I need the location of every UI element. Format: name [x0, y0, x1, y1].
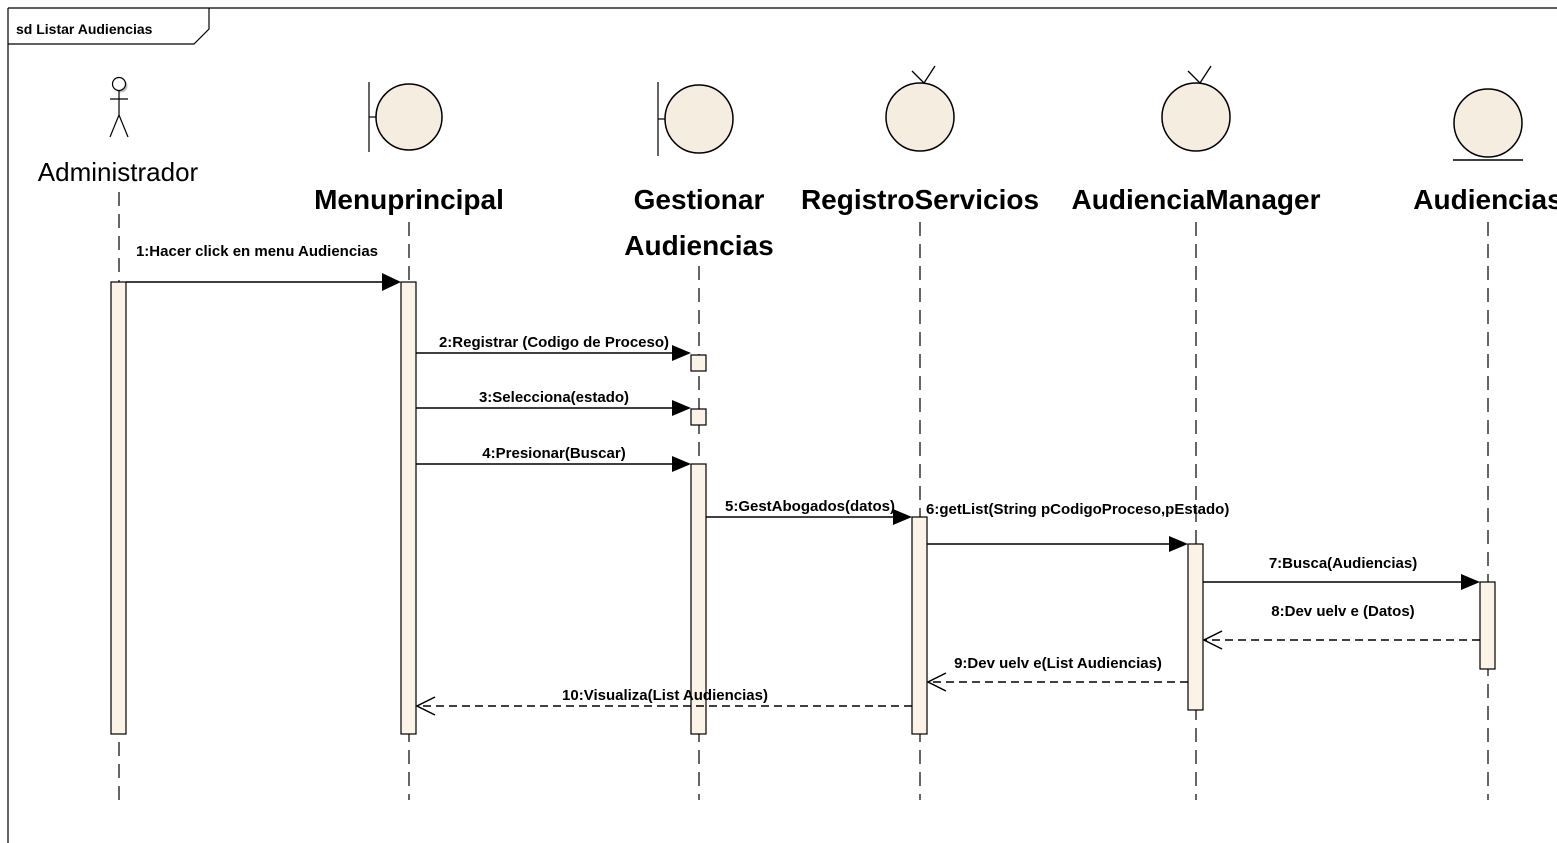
message-label: 4:Presionar(Buscar)	[482, 445, 625, 462]
message-4: 4:Presionar(Buscar)	[416, 445, 691, 472]
message-3: 3:Selecciona(estado)	[416, 389, 691, 416]
message-label: 3:Selecciona(estado)	[479, 389, 629, 406]
message-label: 10:Visualiza(List Audiencias)	[562, 687, 768, 704]
participant-name-gestionar-audiencias-line2: Audiencias	[624, 230, 773, 261]
message-1: 1:Hacer click en menu Audiencias	[126, 243, 401, 291]
participant-name-registroservicios: RegistroServicios	[801, 184, 1039, 215]
activation-gestionar-audiencias-1	[690, 354, 707, 372]
message-label: 7:Busca(Audiencias)	[1269, 555, 1417, 572]
message-label: 8:Dev uelv e (Datos)	[1271, 603, 1414, 620]
message-label: 9:Dev uelv e(List Audiencias)	[954, 655, 1162, 672]
participant-name-audienciamanager: AudienciaManager	[1072, 184, 1321, 215]
boundary-icon	[657, 82, 734, 156]
message-10: 10:Visualiza(List Audiencias)	[415, 687, 912, 716]
participant-name-gestionar-audiencias-line1: Gestionar	[634, 184, 765, 215]
message-label: 1:Hacer click en menu Audiencias	[136, 243, 378, 260]
participant-administrador: Administrador	[38, 76, 199, 800]
message-6: 6:getList(String pCodigoProceso,pEstado)	[926, 501, 1229, 552]
activation-registroservicios	[911, 516, 928, 735]
activation-gestionar-audiencias-2	[690, 408, 707, 426]
participant-menuprincipal: Menuprincipal	[314, 82, 504, 800]
activation-gestionar-audiencias-3	[690, 463, 707, 735]
participant-name-administrador: Administrador	[38, 157, 199, 187]
activation-audienciamanager	[1187, 543, 1204, 711]
participant-name-audiencias: Audiencias	[1413, 184, 1557, 215]
actor-icon	[109, 76, 129, 138]
participant-audiencias: Audiencias	[1413, 88, 1557, 800]
activation-menuprincipal	[400, 281, 417, 735]
message-label: 2:Registrar (Codigo de Proceso)	[439, 334, 669, 351]
message-9: 9:Dev uelv e(List Audiencias)	[926, 655, 1188, 692]
frame-label: sd Listar Audiencias	[16, 21, 153, 37]
message-label: 6:getList(String pCodigoProceso,pEstado)	[926, 501, 1229, 518]
entity-icon	[1453, 88, 1523, 161]
control-icon	[1161, 65, 1231, 152]
diagram-frame: sd Listar Audiencias	[7, 7, 1557, 843]
message-label: 5:GestAbogados(datos)	[725, 498, 895, 515]
participant-gestionar-audiencias: Gestionar Audiencias	[624, 82, 774, 800]
message-2: 2:Registrar (Codigo de Proceso)	[416, 334, 691, 361]
activation-audiencias	[1479, 581, 1496, 670]
participant-audienciamanager: AudienciaManager	[1072, 65, 1321, 800]
control-icon	[885, 65, 955, 152]
message-8: 8:Dev uelv e (Datos)	[1202, 603, 1480, 650]
participant-name-menuprincipal: Menuprincipal	[314, 184, 504, 215]
message-5: 5:GestAbogados(datos)	[706, 498, 912, 525]
boundary-icon	[368, 82, 443, 152]
participant-registroservicios: RegistroServicios	[801, 65, 1039, 800]
activation-administrador	[110, 281, 127, 735]
frame-tab	[8, 8, 210, 45]
message-7: 7:Busca(Audiencias)	[1203, 555, 1480, 590]
